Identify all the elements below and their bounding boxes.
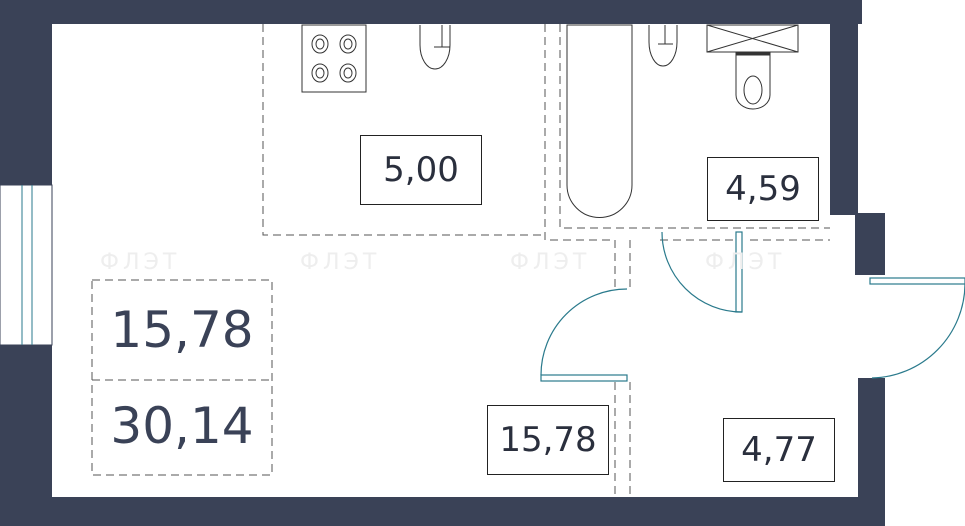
watermark: ФЛЭТ [510, 250, 591, 275]
bathtub-icon [566, 24, 633, 218]
room-area-hallway: 4,77 [723, 418, 835, 482]
room-area-bathroom: 4,59 [707, 157, 819, 221]
doors [540, 231, 965, 382]
window [0, 184, 53, 346]
washbasin-icon [648, 25, 678, 67]
room-area-living-room: 15,78 [487, 405, 609, 475]
kitchen-sink-icon [419, 25, 451, 70]
living-area-value: 15,78 [110, 301, 254, 359]
toilet-icon [706, 24, 799, 110]
stove-icon [301, 24, 367, 93]
watermark: ФЛЭТ [100, 250, 181, 275]
room-area-kitchen: 5,00 [360, 135, 482, 205]
watermark: ФЛЭТ [300, 250, 381, 275]
watermark: ФЛЭТ [705, 250, 786, 275]
total-area-value: 30,14 [110, 397, 254, 455]
walls [0, 0, 885, 526]
zone-dashes [91, 24, 830, 497]
